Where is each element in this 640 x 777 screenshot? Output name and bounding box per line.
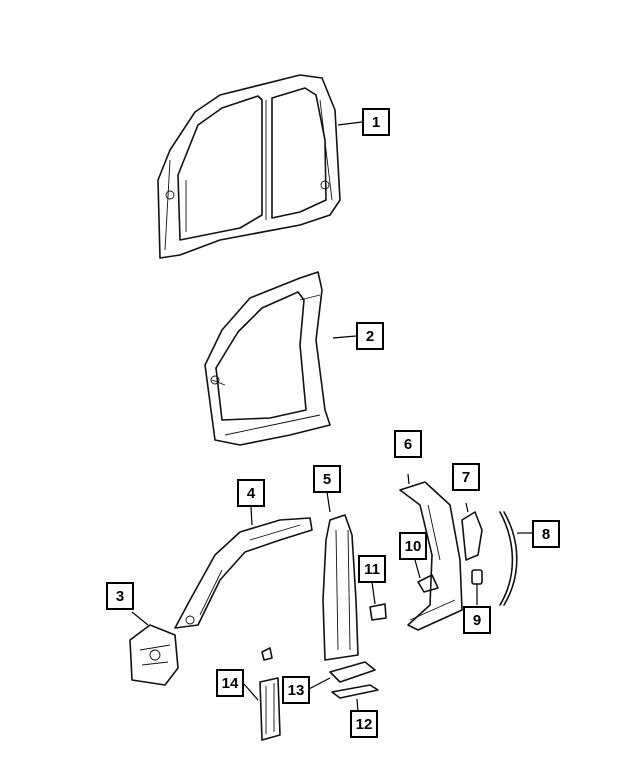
callout-5[interactable]: 5 — [313, 465, 341, 493]
callout-11[interactable]: 11 — [358, 555, 386, 583]
callout-9[interactable]: 9 — [463, 606, 491, 634]
callout-13[interactable]: 13 — [282, 676, 310, 704]
callout-8[interactable]: 8 — [532, 520, 560, 548]
callout-1[interactable]: 1 — [362, 108, 390, 136]
part-6-rear-pillar — [399, 473, 463, 631]
part-1-aperture-panel — [157, 74, 363, 259]
part-8-trim-strip — [499, 511, 532, 606]
part-5-b-pillar — [322, 491, 359, 661]
callout-12[interactable]: 12 — [350, 710, 378, 738]
part-14-seal — [243, 647, 281, 741]
callout-7[interactable]: 7 — [452, 463, 480, 491]
callout-2[interactable]: 2 — [356, 322, 384, 350]
callout-6[interactable]: 6 — [394, 430, 422, 458]
part-10-bracket — [414, 559, 439, 593]
part-11-plate — [369, 581, 387, 621]
callout-3[interactable]: 3 — [106, 582, 134, 610]
callout-4[interactable]: 4 — [237, 479, 265, 507]
part-7-bracket — [461, 502, 483, 561]
callout-14[interactable]: 14 — [216, 669, 244, 697]
callout-10[interactable]: 10 — [399, 532, 427, 560]
part-3-hinge-reinforcement — [129, 611, 179, 686]
part-12-sill-reinforcement — [331, 684, 379, 713]
part-9-clip — [471, 569, 483, 605]
part-4-a-pillar-reinforcement — [174, 506, 313, 629]
part-13-sill-plate — [306, 661, 376, 691]
part-2-front-aperture-panel — [204, 271, 357, 446]
